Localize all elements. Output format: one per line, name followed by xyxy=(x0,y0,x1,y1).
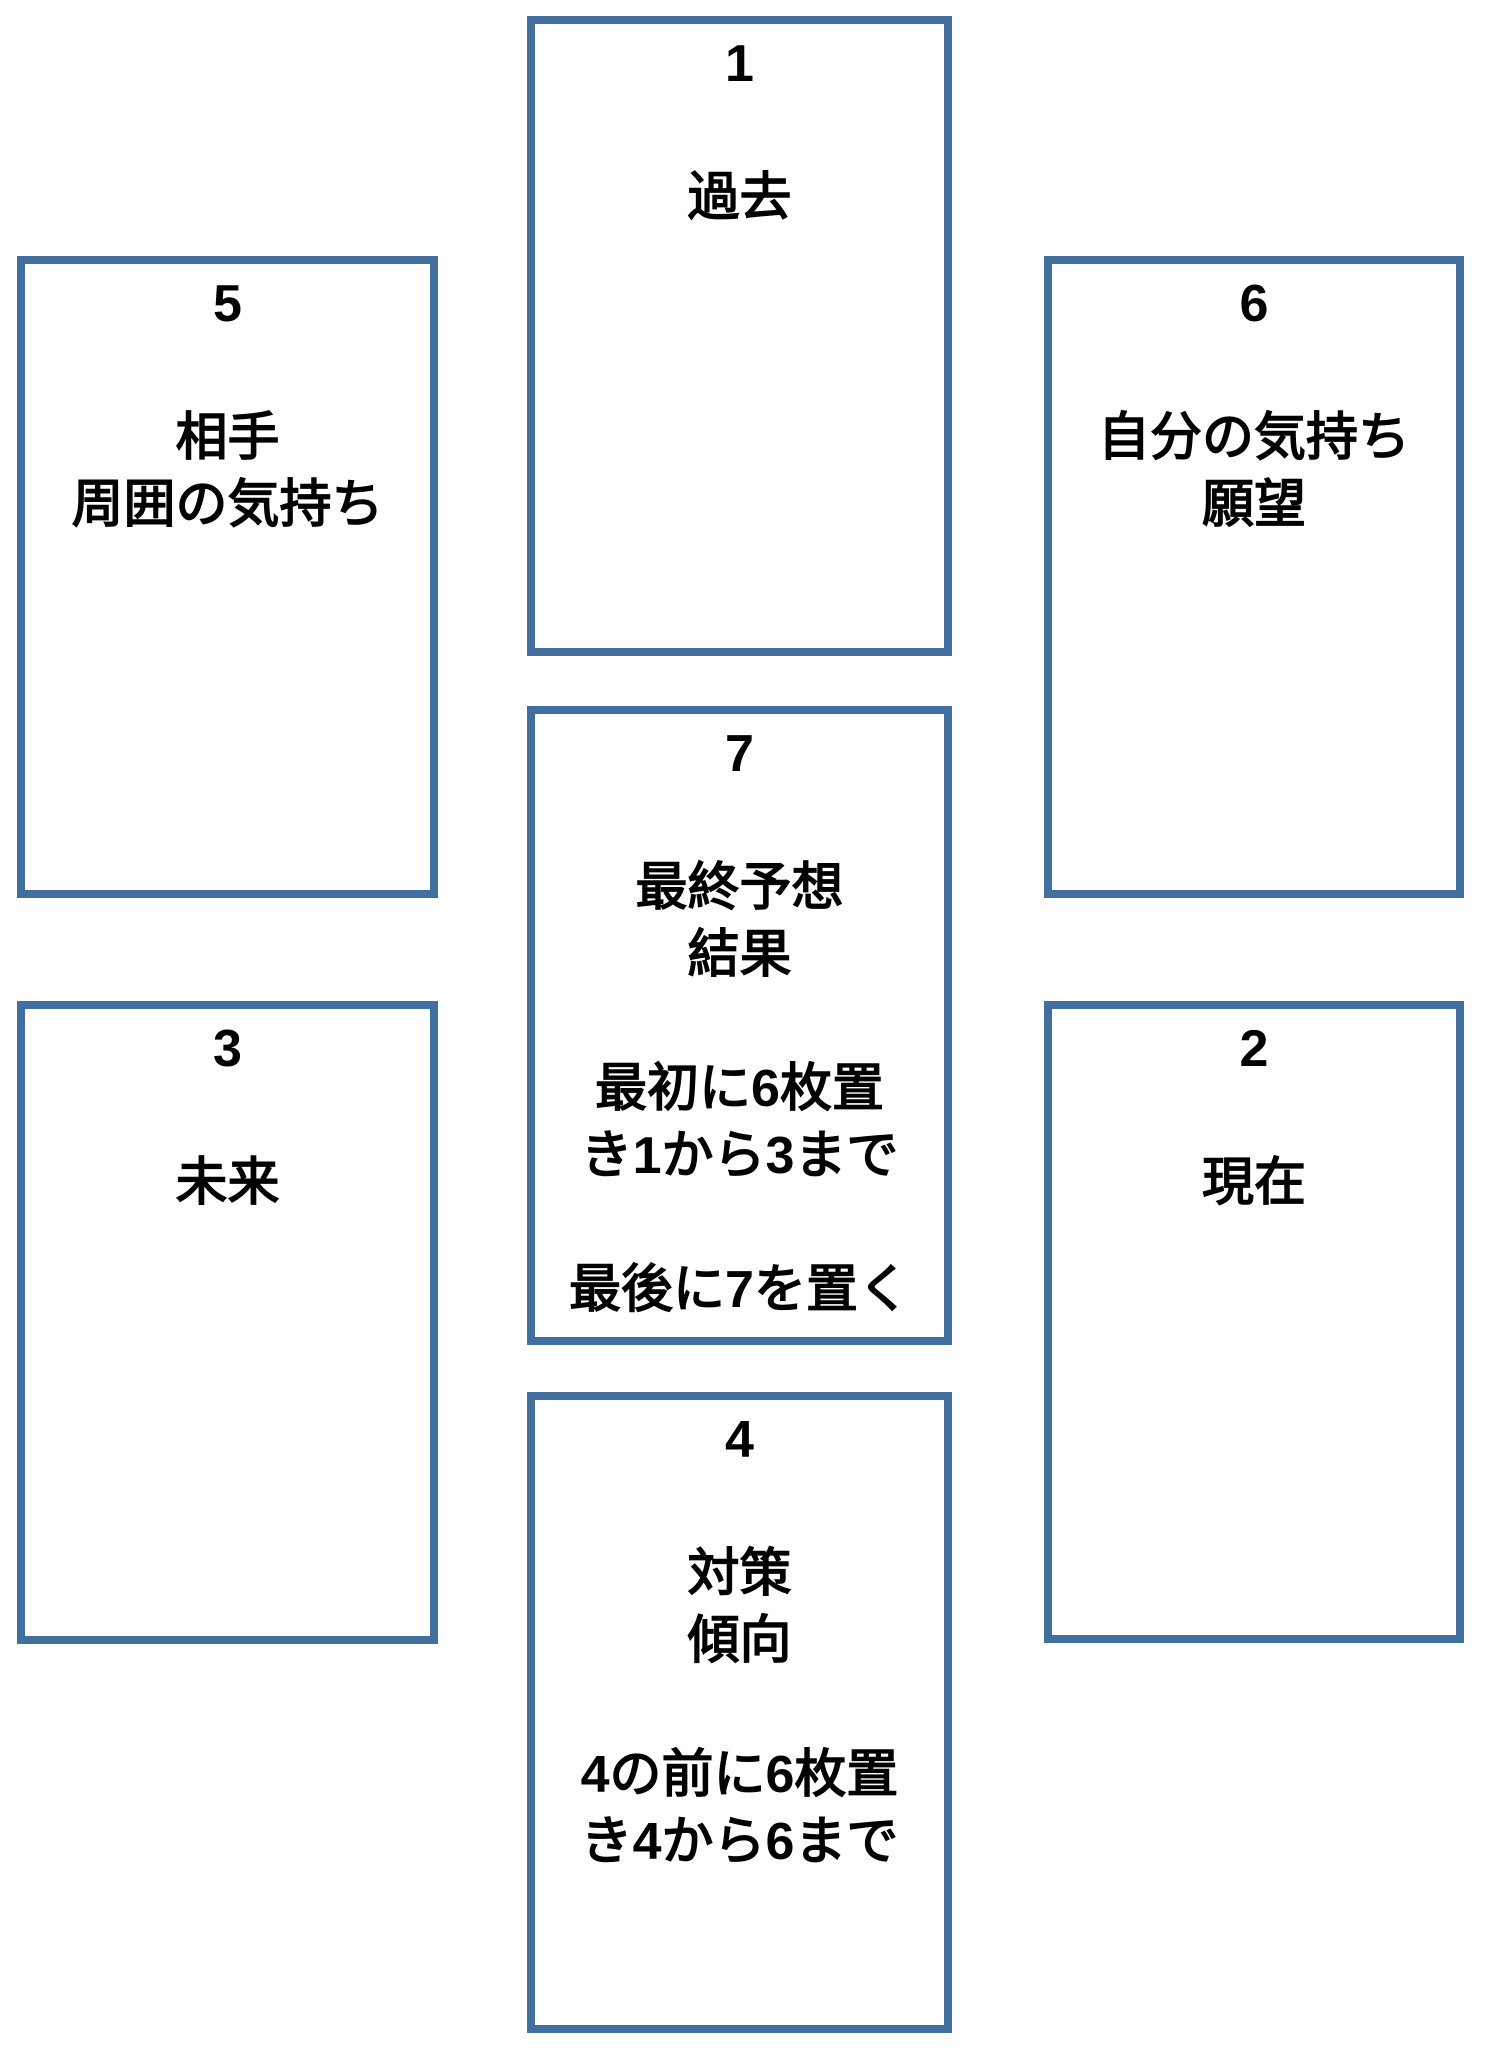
card-4-label-line-1: 対策 xyxy=(687,1545,792,1603)
card-7: 7 最終予想 結果 最初に6枚置 き1から3まで 最後に7を置く xyxy=(527,706,952,1345)
card-7-label-line-2: 結果 xyxy=(687,926,792,984)
card-4-number: 4 xyxy=(725,1411,754,1469)
card-4: 4 対策 傾向 4の前に6枚置 き4から6まで xyxy=(527,1392,952,2033)
card-2: 2 現在 xyxy=(1044,1001,1464,1643)
card-3: 3 未来 xyxy=(17,1001,438,1644)
card-6-number: 6 xyxy=(1239,275,1269,333)
card-5-number: 5 xyxy=(213,275,242,333)
card-4-note-line-2: き4から6まで xyxy=(580,1813,899,1871)
card-5: 5 相手 周囲の気持ち xyxy=(17,256,438,898)
card-3-label: 未来 xyxy=(175,1154,280,1212)
card-7-spacer-2 xyxy=(535,989,944,1056)
card-2-spacer xyxy=(1052,1083,1456,1150)
card-4-spacer-1 xyxy=(535,1474,944,1541)
card-7-note-line-2: き1から3まで xyxy=(580,1127,899,1185)
card-7-spacer-1 xyxy=(535,788,944,855)
card-7-label-line-1: 最終予想 xyxy=(635,859,844,917)
card-5-label-line-2: 周囲の気持ち xyxy=(71,476,384,534)
card-1-label: 過去 xyxy=(687,169,792,227)
card-7-note-line-3: 最後に7を置く xyxy=(569,1261,910,1319)
card-4-label-line-2: 傾向 xyxy=(687,1612,792,1670)
card-1-number: 1 xyxy=(725,35,754,93)
card-5-spacer xyxy=(25,338,430,405)
card-6: 6 自分の気持ち 願望 xyxy=(1044,256,1464,898)
card-4-spacer-2 xyxy=(535,1675,944,1742)
card-7-note-line-1: 最初に6枚置 xyxy=(595,1060,884,1118)
card-3-spacer xyxy=(25,1083,430,1150)
card-7-number: 7 xyxy=(725,725,754,783)
card-5-label-line-1: 相手 xyxy=(175,409,280,467)
card-2-label: 現在 xyxy=(1201,1154,1306,1212)
card-6-label-line-2: 願望 xyxy=(1201,476,1306,534)
card-4-note-line-1: 4の前に6枚置 xyxy=(580,1746,899,1804)
card-6-label-line-1: 自分の気持ち xyxy=(1097,409,1410,467)
card-6-spacer xyxy=(1052,338,1456,405)
card-1-spacer xyxy=(535,98,944,165)
card-1: 1 過去 xyxy=(527,16,952,656)
card-3-number: 3 xyxy=(213,1020,242,1078)
card-7-spacer-3 xyxy=(535,1190,944,1257)
card-2-number: 2 xyxy=(1239,1020,1269,1078)
